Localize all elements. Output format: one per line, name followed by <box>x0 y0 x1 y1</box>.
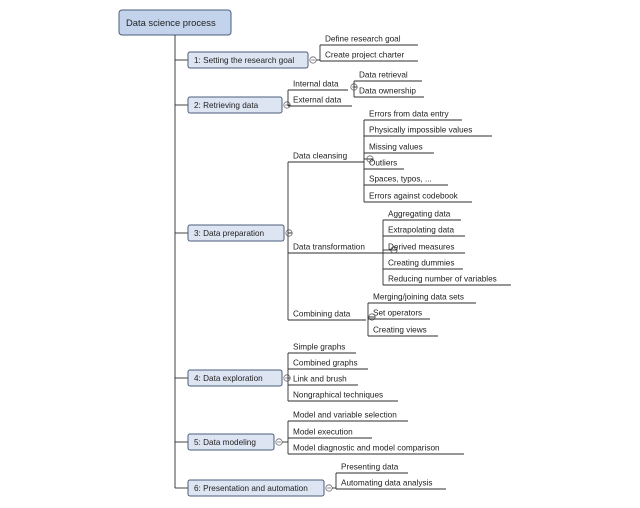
collapse-icon[interactable] <box>309 56 317 64</box>
leaf-label: Outliers <box>369 159 397 168</box>
step-node-6[interactable] <box>187 479 325 497</box>
collapse-icon[interactable] <box>283 101 291 109</box>
leaf-label: Creating dummies <box>388 259 454 268</box>
leaf-label: Errors from data entry <box>369 110 450 119</box>
branch-label: Simple graphs <box>293 343 345 352</box>
leaf-label: Physically impossible values <box>369 126 472 135</box>
branch-label: Automating data analysis <box>341 479 432 488</box>
step-label: 6: Presentation and automation <box>194 484 308 493</box>
leaf-label: Creating views <box>373 326 427 335</box>
branch-label: Model execution <box>293 428 353 437</box>
step-node-2[interactable] <box>187 96 283 114</box>
branch-label: Link and brush <box>293 375 347 384</box>
leaf-label: Reducing number of variables <box>388 275 497 284</box>
root-label: Data science process <box>126 17 216 28</box>
branch-label: Model and variable selection <box>293 411 397 420</box>
branch-label: Nongraphical techniques <box>293 391 383 400</box>
leaf-label: Merging/joining data sets <box>373 293 464 302</box>
step-label: 3: Data preparation <box>194 229 265 238</box>
step-node-5[interactable] <box>187 433 275 451</box>
leaf-label: Aggregating data <box>388 210 451 219</box>
step-node-3[interactable] <box>187 224 285 242</box>
collapse-icon[interactable] <box>325 484 333 492</box>
branch-label: Combining data <box>293 310 351 319</box>
branch-label: Presenting data <box>341 463 399 472</box>
collapse-icon[interactable] <box>275 438 283 446</box>
branch-label: Model diagnostic and model comparison <box>293 444 440 453</box>
leaf-label: Set operators <box>373 309 422 318</box>
step-label: 5: Data modeling <box>194 438 256 447</box>
branch-label: Data transformation <box>293 243 365 252</box>
step-node-1[interactable] <box>187 51 309 69</box>
leaf-label: Derived measures <box>388 243 454 252</box>
leaf-label: Errors against codebook <box>369 192 459 201</box>
leaf-label: Spaces, typos, ... <box>369 175 432 184</box>
step-label: 4: Data exploration <box>194 374 263 383</box>
branch-label: Create project charter <box>325 51 404 60</box>
branch-label: Data cleansing <box>293 152 348 161</box>
leaf-label: Extrapolating data <box>388 226 454 235</box>
leaf-label: Missing values <box>369 143 423 152</box>
branch-label: Define research goal <box>325 35 401 44</box>
step-node-4[interactable] <box>187 369 283 387</box>
step-label: 1: Setting the research goal <box>194 56 294 65</box>
step-label: 2: Retrieving data <box>194 101 259 110</box>
branch-label: Combined graphs <box>293 359 358 368</box>
leaf-label: Data ownership <box>359 87 416 96</box>
branch-label: Internal data <box>293 80 339 89</box>
branch-label: External data <box>293 96 342 105</box>
leaf-label: Data retrieval <box>359 71 408 80</box>
